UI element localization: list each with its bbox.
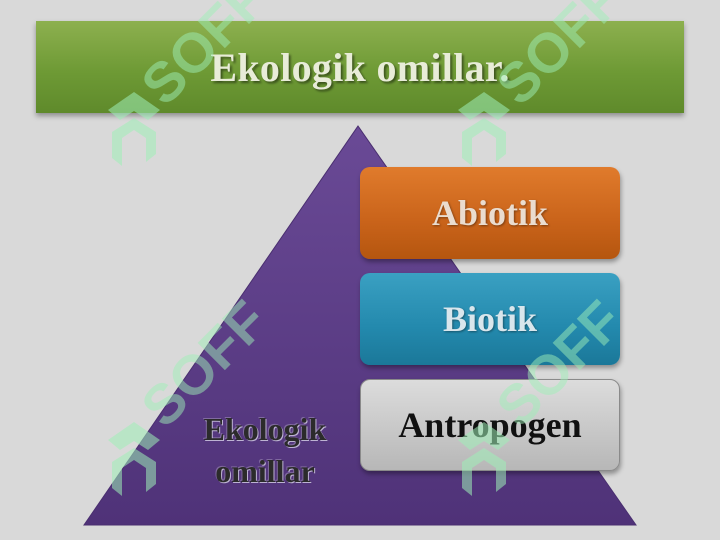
antropogen-label: Antropogen [398, 405, 582, 445]
pyramid-label-line2: omillar [215, 453, 315, 489]
pyramid-label: Ekologik omillar [180, 408, 350, 492]
slide-title: Ekologik omillar. [210, 44, 510, 90]
antropogen-box: Antropogen [360, 379, 620, 471]
abiotik-label: Abiotik [431, 193, 549, 233]
biotik-label: Biotik [442, 299, 538, 339]
pyramid-label-line1: Ekologik [203, 411, 327, 447]
abiotik-box: Abiotik [360, 167, 620, 259]
biotik-box: Biotik [360, 273, 620, 365]
